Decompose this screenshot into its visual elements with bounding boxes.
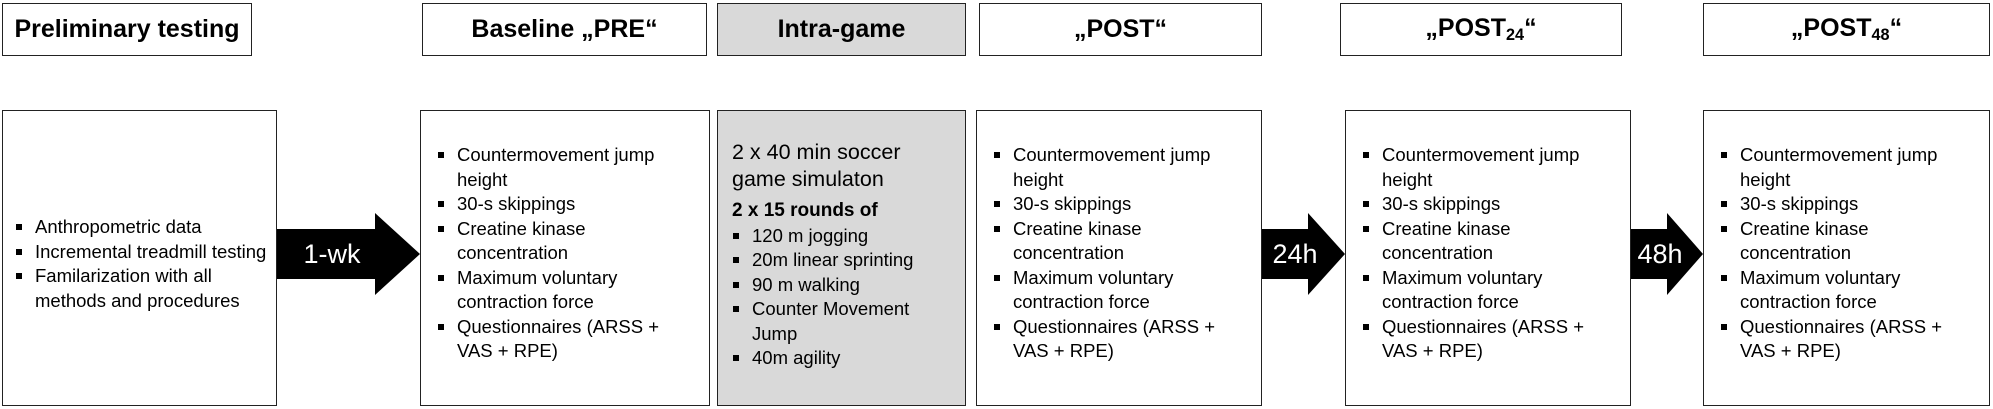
list-item: 30-s skippings	[435, 192, 697, 217]
list-item: Countermovement jump height	[1718, 143, 1979, 192]
list-item: 40m agility	[730, 346, 957, 371]
list-item: Countermovement jump height	[991, 143, 1251, 192]
list-item: Questionnaires (ARSS + VAS + RPE)	[1360, 315, 1620, 364]
list-item: Questionnaires (ARSS + VAS + RPE)	[991, 315, 1251, 364]
right-arrow-icon	[1262, 213, 1345, 295]
list-item: Creatine kinase concentration	[1360, 217, 1620, 266]
header-intra-label: Intra-game	[777, 15, 906, 43]
post-content-box: Countermovement jump height 30-s skippin…	[976, 110, 1262, 406]
list-item: 90 m walking	[730, 273, 957, 298]
post24-content-box: Countermovement jump height 30-s skippin…	[1345, 110, 1631, 406]
list-item: Maximum voluntary contraction force	[1360, 266, 1620, 315]
baseline-content-box: Countermovement jump height 30-s skippin…	[420, 110, 710, 406]
list-item: Maximum voluntary contraction force	[435, 266, 697, 315]
list-item: Creatine kinase concentration	[1718, 217, 1979, 266]
list-item: 30-s skippings	[991, 192, 1251, 217]
post24-suffix: “	[1524, 13, 1537, 42]
header-baseline-pre: Baseline „PRE“	[422, 3, 707, 56]
header-baseline-label: Baseline „PRE“	[471, 15, 658, 43]
list-item: Countermovement jump height	[1360, 143, 1620, 192]
list-item: Creatine kinase concentration	[435, 217, 697, 266]
post48-subscript: 48	[1871, 26, 1890, 45]
header-preliminary-label: Preliminary testing	[14, 15, 240, 43]
list-item: Incremental treadmill testing	[13, 240, 270, 265]
list-item: Questionnaires (ARSS + VAS + RPE)	[435, 315, 697, 364]
rounds-list: 120 m jogging 20m linear sprinting 90 m …	[720, 224, 957, 371]
right-arrow-icon	[1631, 213, 1703, 295]
preliminary-content-box: Anthropometric data Incremental treadmil…	[2, 110, 277, 406]
intra-game-content-box: 2 x 40 min soccer game simulaton 2 x 15 …	[717, 110, 966, 406]
post48-prefix: „POST	[1790, 13, 1872, 42]
list-item: Familarization with all methods and proc…	[13, 264, 270, 313]
header-intra-game: Intra-game	[717, 3, 966, 56]
list-item: 20m linear sprinting	[730, 248, 957, 273]
list-item: Questionnaires (ARSS + VAS + RPE)	[1718, 315, 1979, 364]
post24-measures-list: Countermovement jump height 30-s skippin…	[1360, 143, 1620, 364]
baseline-measures-list: Countermovement jump height 30-s skippin…	[435, 143, 697, 364]
right-arrow-icon	[277, 213, 420, 295]
post48-suffix: “	[1889, 13, 1903, 42]
header-post48-label: „POST48“	[1791, 14, 1902, 45]
arrow-1-wk: 1-wk	[277, 213, 420, 295]
header-preliminary-testing: Preliminary testing	[2, 3, 252, 56]
header-post48: „POST48“	[1703, 3, 1990, 56]
rounds-title: 2 x 15 rounds of	[732, 200, 878, 221]
arrow-24h: 24h	[1262, 213, 1345, 295]
arrow-48h: 48h	[1631, 213, 1703, 295]
header-post24-label: „POST24“	[1425, 14, 1536, 45]
list-item: Maximum voluntary contraction force	[991, 266, 1251, 315]
list-item: Countermovement jump height	[435, 143, 697, 192]
post24-prefix: „POST	[1425, 13, 1506, 42]
list-item: 30-s skippings	[1360, 192, 1620, 217]
header-post24: „POST24“	[1340, 3, 1622, 56]
arrow-48h-label: 48h	[1637, 238, 1683, 269]
list-item: Maximum voluntary contraction force	[1718, 266, 1979, 315]
arrow-1-wk-label: 1-wk	[303, 238, 361, 269]
arrow-24h-label: 24h	[1272, 238, 1318, 269]
post-measures-list: Countermovement jump height 30-s skippin…	[991, 143, 1251, 364]
header-post-label: „POST“	[1073, 15, 1168, 43]
list-item: Anthropometric data	[13, 215, 270, 240]
post48-content-box: Countermovement jump height 30-s skippin…	[1703, 110, 1990, 406]
header-post: „POST“	[979, 3, 1262, 56]
list-item: Counter Movement Jump	[730, 297, 957, 346]
post48-measures-list: Countermovement jump height 30-s skippin…	[1718, 143, 1979, 364]
list-item: 120 m jogging	[730, 224, 957, 249]
game-simulation-text: 2 x 40 min soccer game simulaton	[732, 140, 901, 191]
post24-subscript: 24	[1506, 26, 1525, 45]
preliminary-list: Anthropometric data Incremental treadmil…	[13, 215, 270, 313]
list-item: 30-s skippings	[1718, 192, 1979, 217]
list-item: Creatine kinase concentration	[991, 217, 1251, 266]
